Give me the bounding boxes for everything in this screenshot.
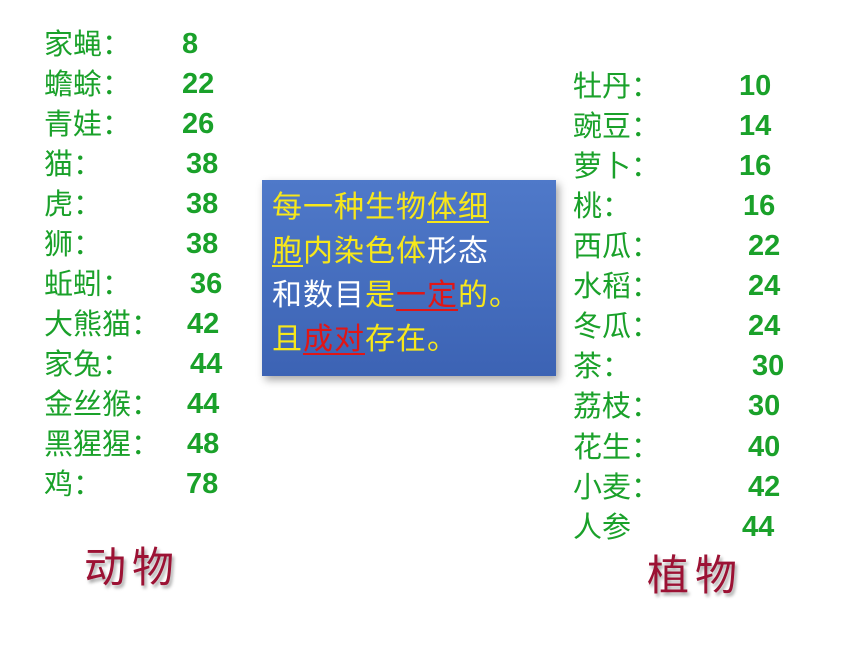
- callout-text: 每一种生物: [272, 190, 427, 225]
- chromosome-count: 16: [739, 150, 772, 182]
- callout-text: 存在。: [365, 322, 458, 357]
- animal-name: 金丝猴：: [44, 387, 161, 421]
- animal-name: 黑猩猩：: [44, 427, 161, 461]
- chromosome-count: 16: [743, 190, 776, 222]
- plant-name: 花生：: [573, 430, 661, 464]
- plant-name: 萝卜：: [573, 149, 661, 183]
- animals-label: 动物: [84, 543, 181, 592]
- chromosome-count: 30: [748, 390, 781, 422]
- callout-box: 每一种生物体细 胞内染色体形态 和数目是一定的。 且成对存在。: [262, 180, 556, 376]
- animal-name: 家兔：: [44, 347, 132, 381]
- chromosome-count: 44: [190, 348, 223, 380]
- callout-line-4: 且成对存在。: [272, 318, 458, 362]
- plant-name: 小麦：: [573, 470, 661, 504]
- chromosome-count: 42: [748, 471, 781, 503]
- animal-name: 蟾蜍：: [44, 67, 132, 101]
- chromosome-count: 48: [187, 428, 220, 460]
- animal-name: 青娃：: [44, 107, 132, 141]
- chromosome-count: 40: [748, 431, 781, 463]
- chromosome-count: 44: [742, 511, 775, 543]
- animal-name: 狮：: [44, 227, 103, 261]
- callout-text: 和数目: [272, 278, 365, 313]
- callout-emphasis-text: 一定: [396, 278, 458, 313]
- callout-text: 是: [365, 278, 396, 313]
- chromosome-count: 14: [739, 110, 772, 142]
- plant-name: 豌豆：: [573, 109, 661, 143]
- plant-name: 荔枝：: [573, 389, 661, 423]
- callout-text: 且: [272, 322, 303, 357]
- plant-name: 桃：: [573, 189, 632, 223]
- chromosome-count: 22: [182, 68, 215, 100]
- chromosome-count: 26: [182, 108, 215, 140]
- plant-name: 水稻：: [573, 269, 661, 303]
- callout-emphasis-text: 成对: [303, 322, 365, 357]
- chromosome-count: 24: [748, 310, 781, 342]
- chromosome-count: 24: [748, 270, 781, 302]
- chromosome-count: 22: [748, 230, 781, 262]
- callout-line-1: 每一种生物体细: [272, 186, 489, 230]
- animal-name: 猫：: [44, 147, 103, 181]
- animal-name: 虎：: [44, 187, 103, 221]
- animal-name: 鸡：: [44, 467, 103, 501]
- animal-name: 蚯蚓：: [44, 267, 132, 301]
- chromosome-count: 36: [190, 268, 223, 300]
- callout-line-3: 和数目是一定的。: [272, 274, 520, 318]
- callout-underlined-text: 体细: [427, 190, 489, 225]
- chromosome-count: 10: [739, 70, 772, 102]
- animal-name: 家蝇：: [44, 27, 132, 61]
- callout-underlined-text: 胞: [272, 234, 303, 269]
- plants-label: 植物: [647, 551, 744, 600]
- chromosome-count: 38: [186, 228, 219, 260]
- chromosome-count: 30: [752, 350, 785, 382]
- callout-text: 内染色体: [303, 234, 427, 269]
- callout-text: 的。: [458, 278, 520, 313]
- callout-text: 形态: [427, 234, 489, 269]
- plant-name: 茶：: [573, 349, 632, 383]
- chromosome-count: 38: [186, 188, 219, 220]
- chromosome-count: 8: [182, 28, 199, 60]
- plant-name: 西瓜：: [573, 229, 661, 263]
- plant-name: 人参: [573, 510, 632, 544]
- animal-name: 大熊猫：: [44, 307, 161, 341]
- plant-name: 冬瓜：: [573, 309, 661, 343]
- chromosome-count: 78: [186, 468, 219, 500]
- chromosome-count: 44: [187, 388, 220, 420]
- chromosome-count: 42: [187, 308, 220, 340]
- callout-line-2: 胞内染色体形态: [272, 230, 489, 274]
- plant-name: 牡丹：: [573, 69, 661, 103]
- chromosome-count: 38: [186, 148, 219, 180]
